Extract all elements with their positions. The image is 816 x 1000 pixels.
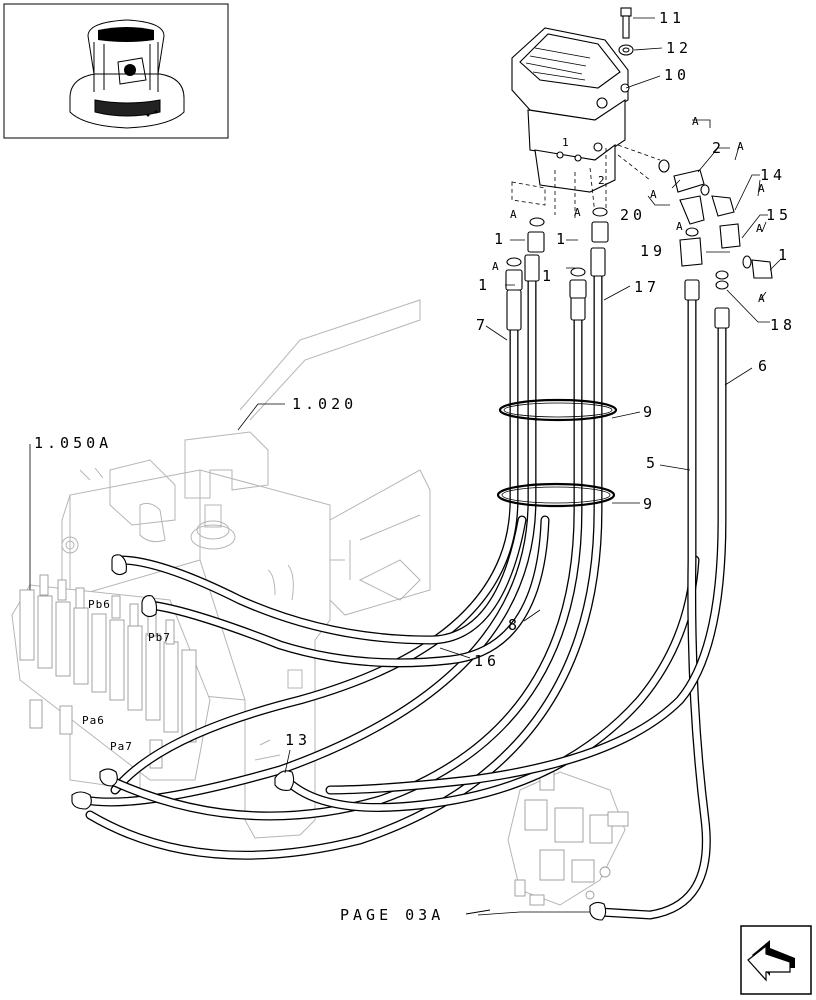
callout-14: 14 [760,166,786,184]
detail-a-ref: A [492,260,500,273]
ref-1-050a: 1.050A [34,434,112,452]
callout-17: 17 [634,278,660,296]
machine-overview-thumbnail [3,3,229,139]
arrow-next-page-icon[interactable] [740,925,812,995]
callout-16: 16 [474,652,500,670]
callout-19: 19 [640,242,666,260]
hydraulic-hoses [80,260,727,920]
callout-15: 15 [766,206,792,224]
callout-12: 12 [666,39,692,57]
hose-clamps [496,398,618,508]
port-labels: Pb6 Pb7 Pa6 Pa7 1 2 [82,136,606,753]
control-valve-bank [11,574,211,781]
hose-fittings [71,247,730,921]
detail-a-ref: A [676,220,684,233]
callout-1a: 1 [494,230,507,248]
callout-20: 20 [620,206,646,224]
callout-9-top: 9 [643,403,656,421]
detail-a-ref: A [650,188,658,201]
callout-labels: 11 12 10 2 14 20 15 19 1 18 17 1 1 1 1 7… [34,9,796,924]
callout-1c: 1 [556,230,569,248]
valve-port-1: 1 [562,136,570,149]
page-ref-strike [465,909,491,915]
callout-1d: 1 [542,267,555,285]
ref-1-020: 1.020 [292,395,357,413]
secondary-valve [507,769,629,906]
callout-8: 8 [508,616,521,634]
detail-a-ref: A [758,182,766,195]
callout-7: 7 [476,316,489,334]
hose-6 [325,315,727,795]
port-pb7: Pb7 [148,631,171,644]
port-pa7: Pa7 [110,740,133,753]
callout-11: 11 [659,9,685,27]
detail-a-ref: A [756,222,764,235]
callout-5: 5 [646,454,659,472]
leader-lines [29,17,781,916]
detail-a-ref: A [574,206,582,219]
callout-10: 10 [664,66,690,84]
detail-a-ref: A [510,208,518,221]
callout-18: 18 [770,316,796,334]
valve-port-2: 2 [598,174,606,187]
detail-a-ref: A [758,292,766,305]
pilot-control-valve [511,27,661,220]
page-ref-03a: PAGE 03A [340,906,444,924]
detail-a-ref: A [737,140,745,153]
bolt-and-washer [618,7,634,56]
hose-16-pair [115,515,550,668]
callout-9-bottom: 9 [643,495,656,513]
port-pa6: Pa6 [82,714,105,727]
callout-1-right: 1 [778,246,791,264]
callout-6: 6 [758,357,771,375]
adapters-and-elbows [505,159,773,299]
hose-5 [595,285,711,920]
detail-a-references: A A A A A A A A A A [492,115,766,305]
callout-1b: 1 [478,276,491,294]
callout-13: 13 [285,731,311,749]
port-pb6: Pb6 [88,598,111,611]
callout-2: 2 [712,139,725,157]
detail-a-ref: A [692,115,700,128]
